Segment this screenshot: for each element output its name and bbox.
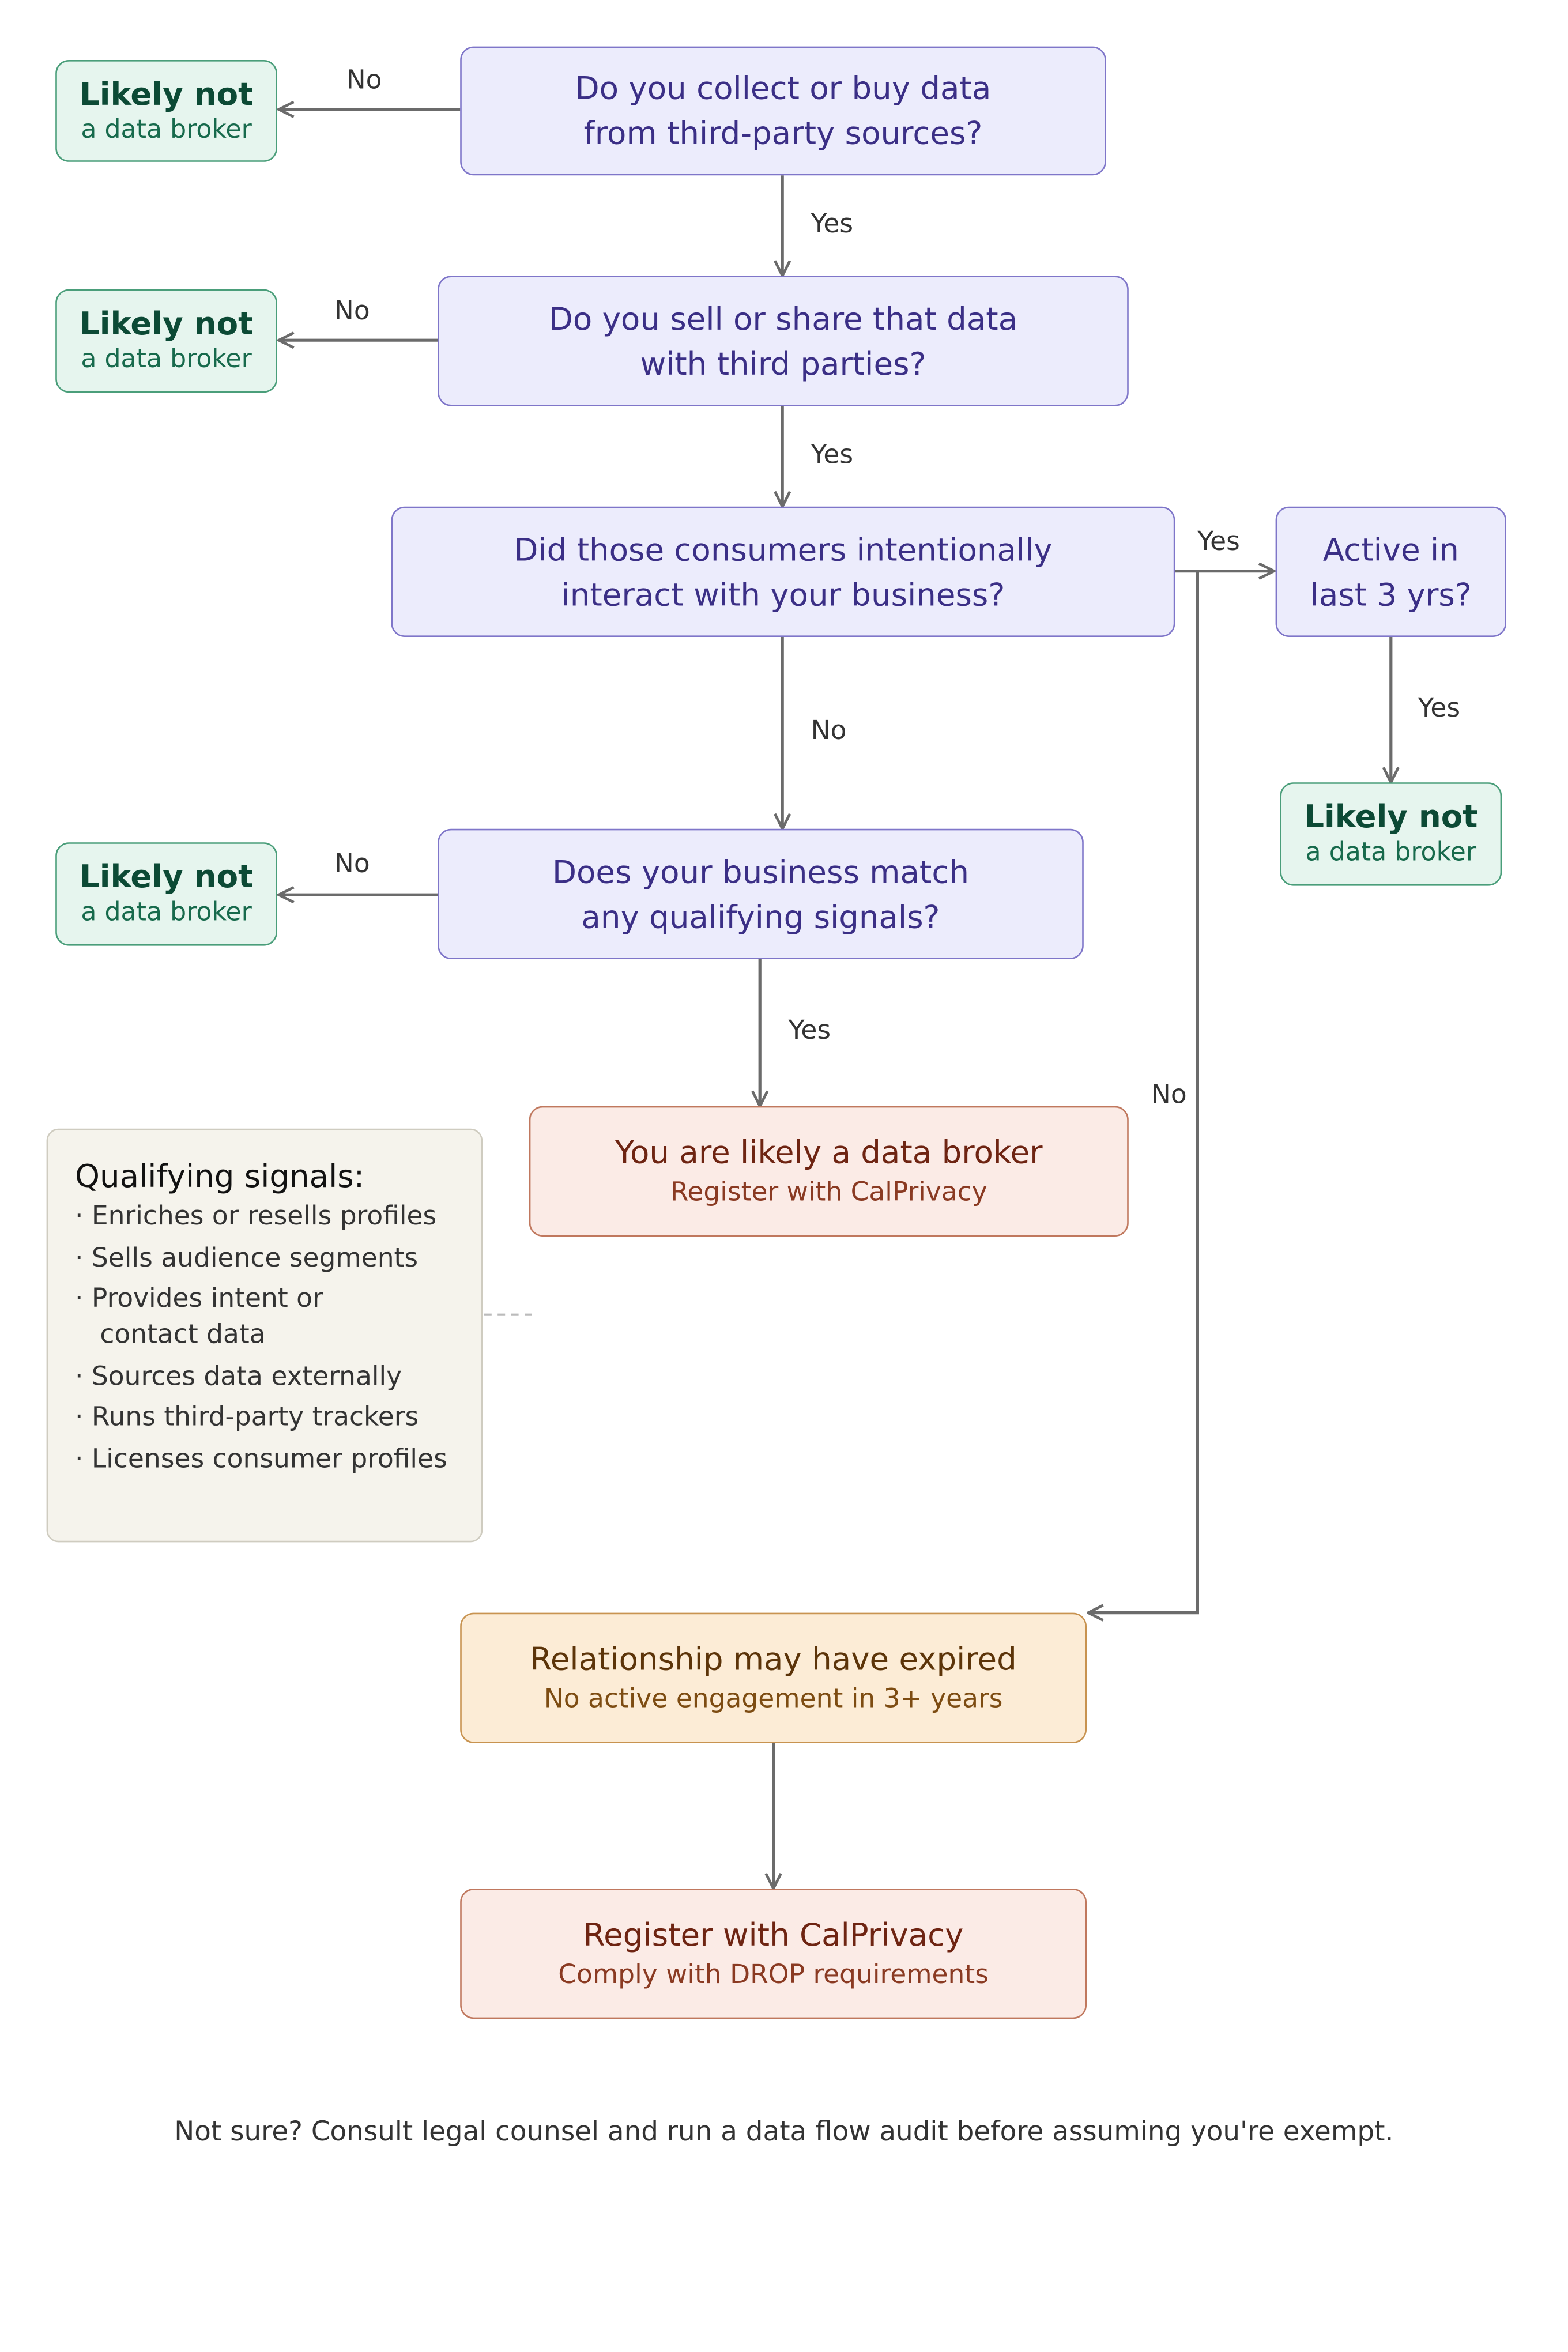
question-qualifying-signals-line-1: Does your business match [552,853,969,890]
qualifying-signals-title: Qualifying signals: [75,1158,365,1195]
outcome-not-broker-2: Likely not a data broker [55,289,277,393]
edge-label-no: No [334,296,370,327]
edge-label-no: No [334,850,370,880]
edge-active-no [1088,571,1199,1613]
question-active-last-3-years: Active in last 3 yrs? [1275,506,1506,637]
edge-label-yes: Yes [1418,693,1461,724]
outcome-not-broker-title: Likely not [80,858,254,895]
qualifying-signals-panel: Qualifying signals: · Enriches or resell… [46,1128,483,1543]
question-sell-share: Do you sell or share that data with thir… [438,276,1129,406]
outcome-not-broker-4: Likely not a data broker [1280,782,1502,886]
outcome-register-calprivacy: Register with CalPrivacy Comply with DRO… [460,1889,1087,2019]
outcome-likely-broker-title: You are likely a data broker [615,1133,1043,1170]
edge-label-no: No [811,716,847,747]
outcome-not-broker-subtitle: a data broker [1305,838,1476,868]
outcome-expired-title: Relationship may have expired [530,1640,1017,1677]
question-active-line-1: Active in [1322,531,1459,568]
outcome-not-broker-title: Likely not [80,76,254,112]
outcome-likely-broker-subtitle: Register with CalPrivacy [670,1177,987,1208]
question-qualifying-signals-line-2: any qualifying signals? [581,898,940,935]
edge-label-yes: Yes [788,1016,831,1046]
edge-label-no: No [1148,1080,1190,1111]
outcome-not-broker-subtitle: a data broker [81,345,252,375]
question-intentional-interaction-line-1: Did those consumers intentionally [514,531,1053,568]
outcome-register-title: Register with CalPrivacy [583,1916,964,1953]
signal-item: · Provides intent or contact data [75,1284,323,1351]
question-collect-data-line-2: from third-party sources? [583,115,983,152]
outcome-not-broker-subtitle: a data broker [81,114,252,145]
outcome-not-broker-title: Likely not [1304,798,1478,835]
question-intentional-interaction-line-2: interact with your business? [561,576,1005,613]
question-active-line-2: last 3 yrs? [1310,576,1472,613]
outcome-not-broker-3: Likely not a data broker [55,842,277,946]
signal-item: · Sources data externally [75,1362,402,1392]
signal-item: · Licenses consumer profiles [75,1444,447,1475]
outcome-not-broker-title: Likely not [80,306,254,342]
footer-note: Not sure? Consult legal counsel and run … [174,2116,1394,2148]
edge-label-no: No [346,66,382,96]
signal-item: · Enriches or resells profiles [75,1202,437,1232]
question-intentional-interaction: Did those consumers intentionally intera… [391,506,1175,637]
outcome-expired-subtitle: No active engagement in 3+ years [544,1684,1003,1714]
edge-label-yes: Yes [811,210,854,240]
outcome-not-broker-subtitle: a data broker [81,898,252,928]
signal-item: · Runs third-party trackers [75,1403,419,1433]
outcome-register-subtitle: Comply with DROP requirements [558,1959,989,1990]
question-collect-data-line-1: Do you collect or buy data [575,70,992,107]
question-sell-share-line-1: Do you sell or share that data [548,300,1018,337]
edge-label-yes: Yes [1197,527,1240,558]
signal-item: · Sells audience segments [75,1243,419,1273]
question-qualifying-signals: Does your business match any qualifying … [438,828,1084,959]
outcome-likely-broker: You are likely a data broker Register wi… [529,1106,1129,1237]
outcome-relationship-expired: Relationship may have expired No active … [460,1612,1087,1743]
question-collect-data: Do you collect or buy data from third-pa… [460,46,1106,176]
question-sell-share-line-2: with third parties? [640,345,926,382]
edge-label-yes: Yes [811,440,854,471]
outcome-not-broker-1: Likely not a data broker [55,60,277,162]
